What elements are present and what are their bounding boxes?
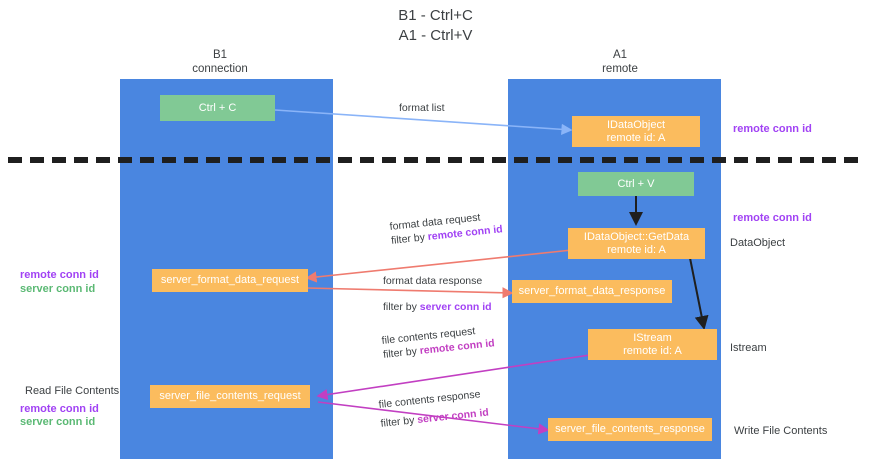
note-right-remote-conn-id-mid: remote conn id: [733, 212, 812, 224]
box-server-file-contents-request-label: server_file_contents_request: [159, 390, 301, 402]
edge-label-file-contents-request: file contents request filter by remote c…: [381, 322, 495, 362]
edge-label-format-data-response-l1: format data response: [383, 275, 483, 287]
box-ctrl-c[interactable]: Ctrl + C: [160, 95, 275, 121]
edge-label-format-data-request: format data request filter by remote con…: [389, 208, 503, 248]
edge-label-server-conn-id-1: server conn id: [419, 301, 492, 313]
box-server-file-contents-response-label: server_file_contents_response: [555, 423, 705, 435]
box-server-format-data-request-label: server_format_data_request: [160, 274, 300, 286]
box-server-file-contents-response[interactable]: server_file_contents_response: [548, 418, 712, 441]
note-left-server-conn-id-bot: server conn id: [20, 416, 96, 428]
lane-header-a1-line2: remote: [602, 63, 638, 75]
box-istream-label: IStream: [633, 331, 672, 344]
lane-header-a1-line1: A1: [612, 49, 628, 61]
box-getdata[interactable]: IDataObject::GetData remote id: A: [568, 228, 705, 259]
note-left-remote-conn-id-bot: remote conn id: [20, 403, 99, 415]
lane-header-a1: A1 remote: [535, 48, 705, 76]
diagram-title: B1 - Ctrl+C A1 - Ctrl+V: [0, 6, 871, 46]
edge-label-format-data-response: format data response filter by server co…: [383, 274, 492, 314]
note-right-istream: Istream: [730, 342, 767, 354]
note-right-dataobject: DataObject: [730, 237, 786, 249]
box-getdata-remote-id: remote id: A: [607, 243, 666, 256]
lane-header-b1-line1: B1: [212, 49, 228, 61]
note-right-write-file-contents: Write File Contents: [734, 425, 828, 437]
box-ctrl-v[interactable]: Ctrl + V: [578, 172, 694, 196]
note-right-remote-conn-id-top: remote conn id: [733, 123, 812, 135]
edge-label-filter-by-4: filter by: [380, 414, 418, 430]
edge-label-filter-by-3: filter by: [382, 345, 421, 361]
box-ctrl-v-label: Ctrl + V: [617, 177, 655, 190]
box-server-file-contents-request[interactable]: server_file_contents_request: [150, 385, 310, 408]
note-left-read-file-contents: Read File Contents: [25, 385, 120, 397]
box-idataobject-remote-id: remote id: A: [606, 131, 666, 144]
box-istream-remote-id: remote id: A: [623, 344, 682, 357]
lane-header-b1: B1 connection: [135, 48, 305, 76]
box-server-format-data-request[interactable]: server_format_data_request: [152, 269, 308, 292]
diagram-title-line1: B1 - Ctrl+C: [398, 7, 473, 24]
edge-label-format-data-response-l2: filter by server conn id: [383, 300, 492, 314]
diagram-title-line2: A1 - Ctrl+V: [398, 27, 473, 44]
box-server-format-data-response[interactable]: server_format_data_response: [512, 280, 672, 303]
box-ctrl-c-label: Ctrl + C: [198, 101, 237, 114]
note-left-server-conn-id-mid: server conn id: [20, 283, 96, 295]
edge-label-filter-by-1: filter by: [390, 231, 429, 247]
box-idataobject[interactable]: IDataObject remote id: A: [572, 116, 700, 147]
edge-label-filter-by-2: filter by: [383, 301, 420, 313]
phase-divider: [8, 157, 863, 163]
edge-label-format-list: format list: [399, 102, 445, 114]
edge-label-server-conn-id-2: server conn id: [416, 406, 490, 426]
box-idataobject-label: IDataObject: [606, 118, 666, 131]
note-left-remote-conn-id-mid: remote conn id: [20, 269, 99, 281]
box-getdata-label: IDataObject::GetData: [583, 230, 690, 243]
lane-header-b1-line2: connection: [192, 63, 248, 75]
box-istream[interactable]: IStream remote id: A: [588, 329, 717, 360]
edge-label-file-contents-response: file contents response filter by server …: [378, 387, 489, 431]
box-server-format-data-response-label: server_format_data_response: [518, 285, 666, 297]
